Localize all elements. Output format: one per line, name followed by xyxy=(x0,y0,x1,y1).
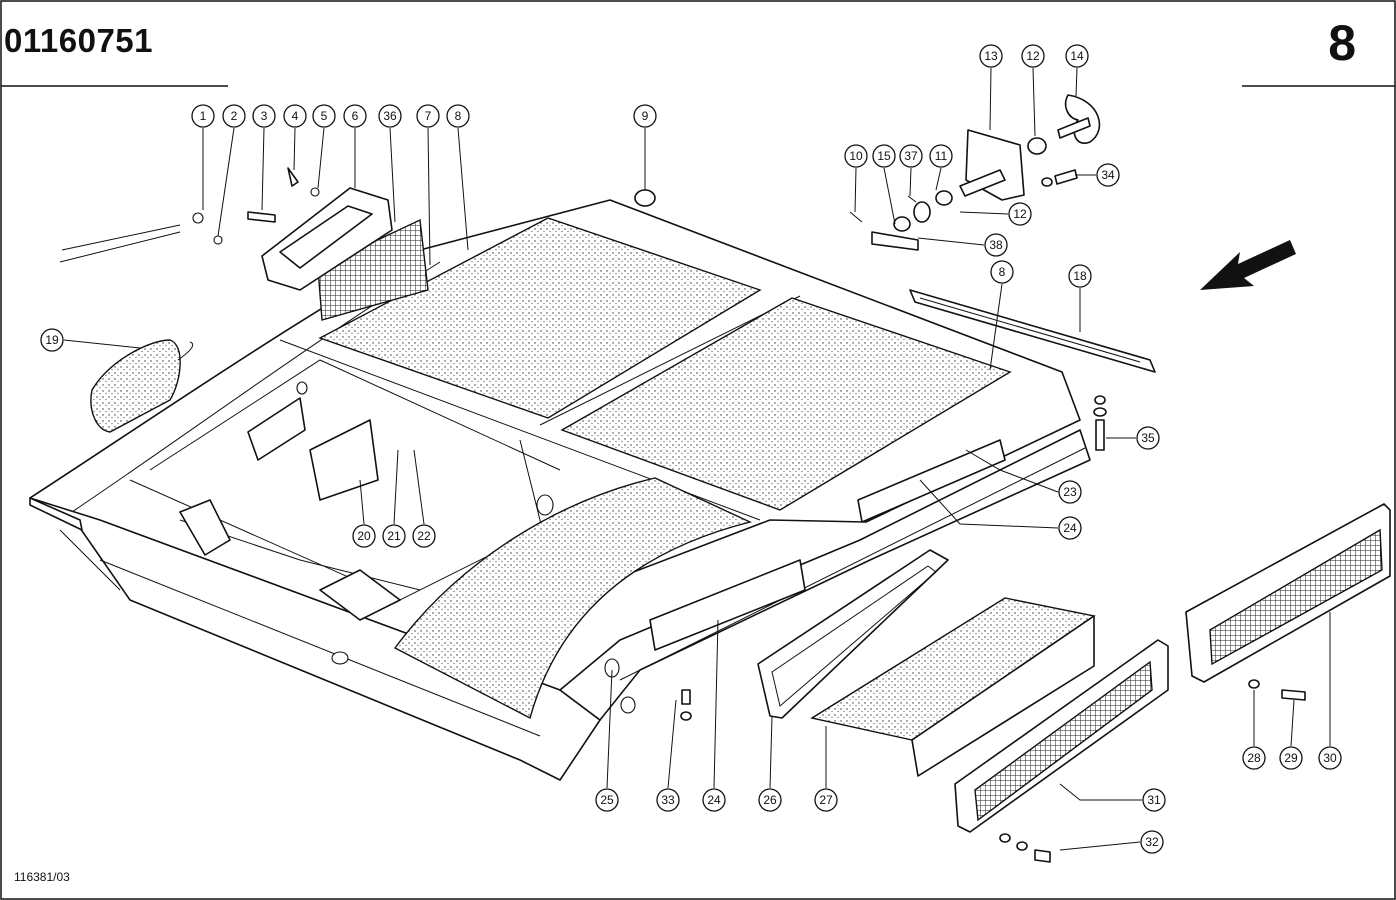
svg-text:24: 24 xyxy=(1063,521,1077,535)
svg-text:7: 7 xyxy=(425,109,432,123)
callout-8-right: 8 xyxy=(990,260,1014,284)
direction-arrow-icon xyxy=(1200,240,1296,290)
svg-text:31: 31 xyxy=(1147,793,1161,807)
callout-2: 2 xyxy=(222,104,246,128)
callout-5: 5 xyxy=(312,104,336,128)
svg-text:32: 32 xyxy=(1145,835,1159,849)
drawing-number: 116381/03 xyxy=(14,870,70,884)
svg-text:10: 10 xyxy=(849,149,863,163)
callout-7: 7 xyxy=(416,104,440,128)
svg-text:23: 23 xyxy=(1063,485,1077,499)
callout-22: 22 xyxy=(412,524,436,548)
callout-14: 14 xyxy=(1065,44,1089,68)
callout-23: 23 xyxy=(1058,480,1082,504)
callout-36: 36 xyxy=(378,104,402,128)
callout-10: 10 xyxy=(844,144,868,168)
svg-text:37: 37 xyxy=(904,149,918,163)
callout-33: 33 xyxy=(656,788,680,812)
leader-lines xyxy=(63,67,1331,851)
svg-text:3: 3 xyxy=(261,109,268,123)
callout-37: 37 xyxy=(899,144,923,168)
svg-text:38: 38 xyxy=(989,238,1003,252)
svg-text:36: 36 xyxy=(383,109,397,123)
callout-20: 20 xyxy=(352,524,376,548)
svg-text:27: 27 xyxy=(819,793,833,807)
callout-11: 11 xyxy=(929,144,953,168)
svg-text:12: 12 xyxy=(1013,207,1027,221)
svg-text:18: 18 xyxy=(1073,269,1087,283)
svg-text:24: 24 xyxy=(707,793,721,807)
svg-text:33: 33 xyxy=(661,793,675,807)
svg-text:30: 30 xyxy=(1323,751,1337,765)
callout-12-mid: 12 xyxy=(1008,202,1032,226)
callout-34: 34 xyxy=(1096,163,1120,187)
svg-text:21: 21 xyxy=(387,529,401,543)
callout-3: 3 xyxy=(252,104,276,128)
svg-text:15: 15 xyxy=(877,149,891,163)
callout-30: 30 xyxy=(1318,746,1342,770)
svg-text:34: 34 xyxy=(1101,168,1115,182)
svg-text:12: 12 xyxy=(1026,49,1040,63)
document-number: 01160751 xyxy=(4,22,154,59)
callout-8: 8 xyxy=(446,104,470,128)
callout-13: 13 xyxy=(979,44,1003,68)
callout-31: 31 xyxy=(1142,788,1166,812)
callout-15: 15 xyxy=(872,144,896,168)
duct-27 xyxy=(810,597,1096,777)
svg-text:28: 28 xyxy=(1247,751,1261,765)
callout-1: 1 xyxy=(191,104,215,128)
svg-text:25: 25 xyxy=(600,793,614,807)
svg-text:11: 11 xyxy=(935,149,948,163)
vent-frame-26 xyxy=(757,549,949,719)
callout-35: 35 xyxy=(1136,426,1160,450)
svg-text:20: 20 xyxy=(357,529,371,543)
svg-text:8: 8 xyxy=(999,265,1006,279)
svg-text:5: 5 xyxy=(321,109,328,123)
cap-9 xyxy=(634,189,656,207)
svg-text:19: 19 xyxy=(45,333,59,347)
roof-panels xyxy=(318,217,1012,720)
callout-28: 28 xyxy=(1242,746,1266,770)
svg-text:1: 1 xyxy=(200,109,207,123)
callout-18: 18 xyxy=(1068,264,1092,288)
svg-text:9: 9 xyxy=(642,109,649,123)
grille-31 xyxy=(954,639,1169,833)
callout-26: 26 xyxy=(758,788,782,812)
callout-4: 4 xyxy=(283,104,307,128)
svg-text:35: 35 xyxy=(1141,431,1155,445)
callout-6: 6 xyxy=(343,104,367,128)
callout-38: 38 xyxy=(984,233,1008,257)
svg-text:29: 29 xyxy=(1284,751,1298,765)
callout-12-top: 12 xyxy=(1021,44,1045,68)
callout-27: 27 xyxy=(814,788,838,812)
svg-text:2: 2 xyxy=(231,109,238,123)
page-number: 8 xyxy=(1328,15,1356,71)
svg-text:14: 14 xyxy=(1070,49,1084,63)
svg-text:8: 8 xyxy=(455,109,462,123)
fasteners xyxy=(680,679,1306,863)
svg-text:6: 6 xyxy=(352,109,359,123)
callout-24-bottom: 24 xyxy=(702,788,726,812)
bolt-35 xyxy=(1093,395,1107,451)
callout-9: 9 xyxy=(633,104,657,128)
hinge-assembly xyxy=(849,94,1101,251)
vent-bracket xyxy=(59,167,429,321)
callout-25: 25 xyxy=(595,788,619,812)
callout-21: 21 xyxy=(382,524,406,548)
callout-32: 32 xyxy=(1140,830,1164,854)
svg-text:22: 22 xyxy=(417,529,431,543)
cover-19 xyxy=(90,339,181,433)
svg-text:4: 4 xyxy=(292,109,299,123)
callout-19: 19 xyxy=(40,328,64,352)
svg-text:13: 13 xyxy=(984,49,998,63)
svg-text:26: 26 xyxy=(763,793,777,807)
grille-30 xyxy=(1185,503,1391,683)
callout-24-right: 24 xyxy=(1058,516,1082,540)
callout-29: 29 xyxy=(1279,746,1303,770)
